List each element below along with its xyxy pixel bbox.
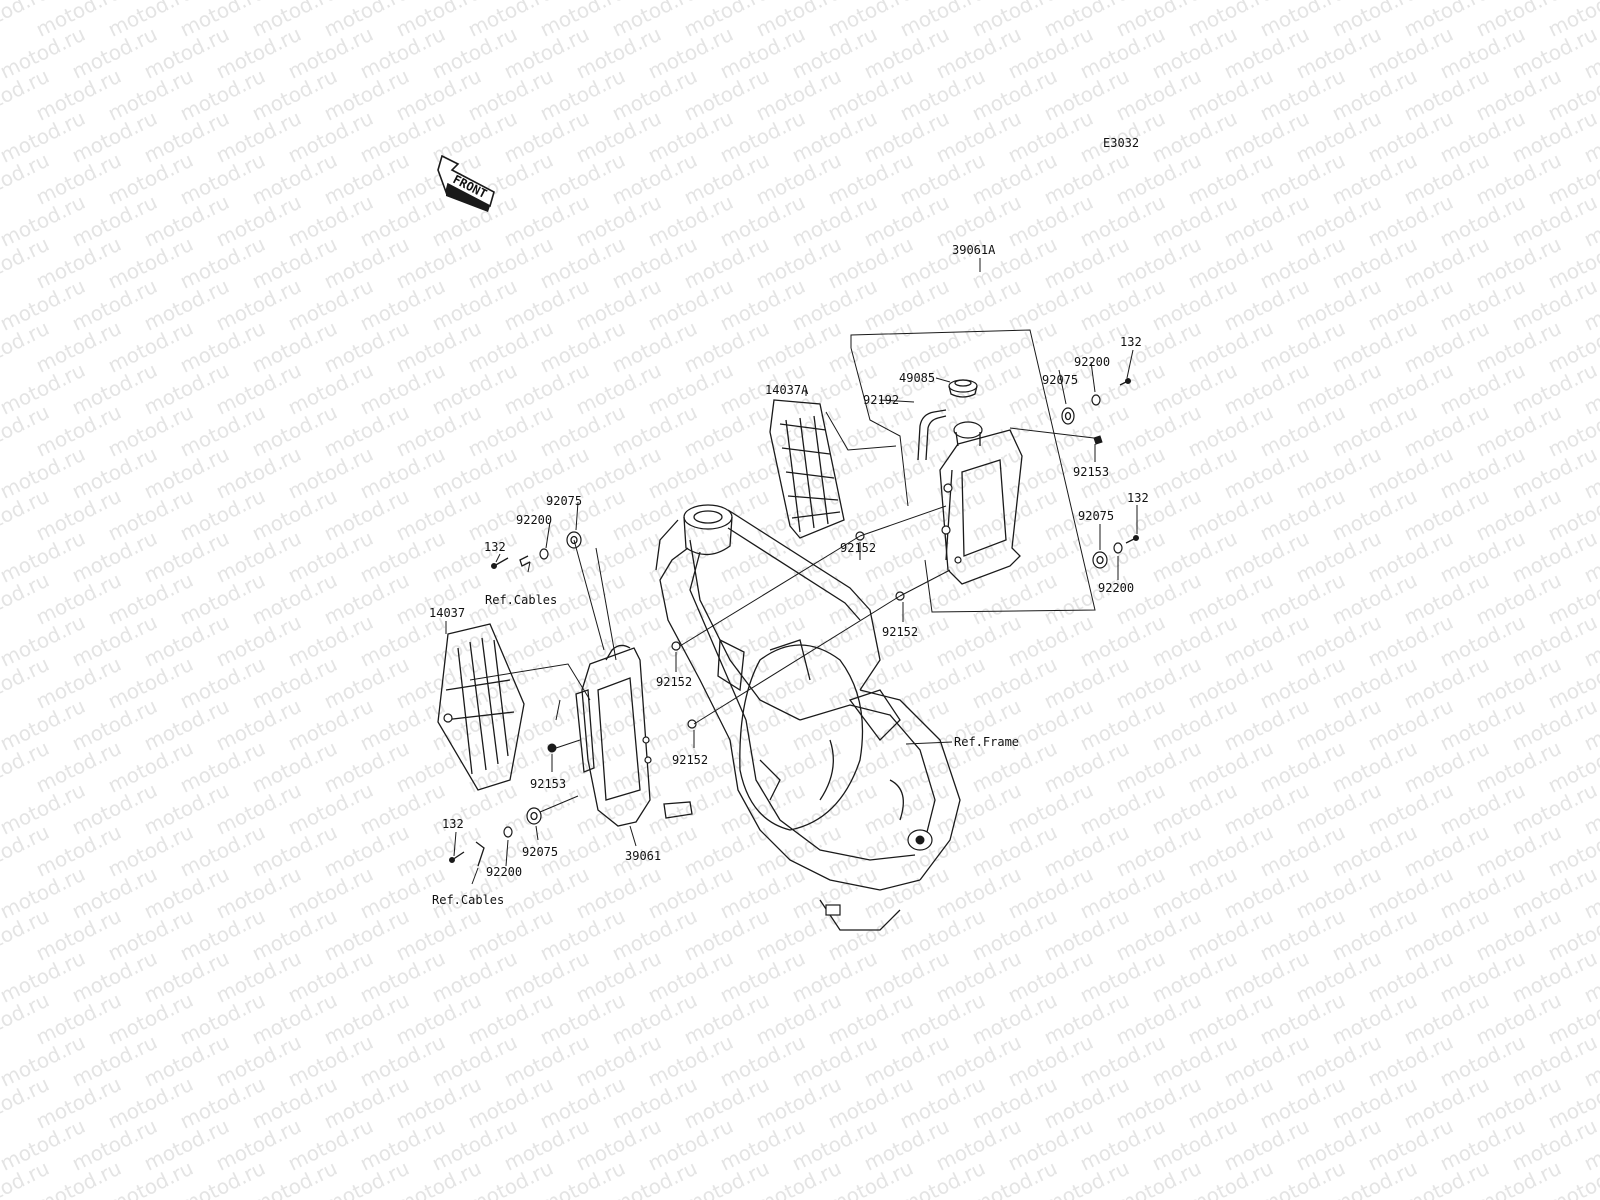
callout-92152-c: 92152 bbox=[656, 675, 692, 689]
callout-14037: 14037 bbox=[429, 606, 465, 620]
callout-39061A: 39061A bbox=[952, 243, 996, 257]
callout-49085: 49085 bbox=[899, 371, 935, 385]
callout-92192: 92192 bbox=[863, 393, 899, 407]
diagram-code: E3032 bbox=[1103, 136, 1139, 150]
callout-39061: 39061 bbox=[625, 849, 661, 863]
callout-92153-left: 92153 bbox=[530, 777, 566, 791]
callout-ref-cables-bottom: Ref.Cables bbox=[432, 893, 504, 907]
right-fasteners bbox=[855, 378, 1139, 601]
callout-92075-top: 92075 bbox=[1042, 373, 1078, 387]
right-radiator-39061A bbox=[939, 421, 1023, 585]
callout-ref-cables-top: Ref.Cables bbox=[485, 593, 557, 607]
callout-92200-right: 92200 bbox=[1098, 581, 1134, 595]
leader-lines bbox=[445, 258, 1138, 885]
callout-92152-d: 92152 bbox=[672, 753, 708, 767]
callout-132-top: 132 bbox=[1120, 335, 1142, 349]
callout-92075-left: 92075 bbox=[546, 494, 582, 508]
front-arrow-icon: FRONT bbox=[437, 154, 495, 212]
frame-drawing bbox=[655, 504, 961, 931]
radiator-cap-49085 bbox=[948, 379, 978, 398]
left-shroud-14037 bbox=[437, 623, 525, 791]
callout-92075-bottom: 92075 bbox=[522, 845, 558, 859]
callout-92200-left: 92200 bbox=[516, 513, 552, 527]
callout-132-right: 132 bbox=[1127, 491, 1149, 505]
callout-92153-right: 92153 bbox=[1073, 465, 1109, 479]
right-shroud-14037A bbox=[769, 399, 845, 539]
callout-132-left: 132 bbox=[484, 540, 506, 554]
callout-92152-b: 92152 bbox=[882, 625, 918, 639]
callout-92152-a: 92152 bbox=[840, 541, 876, 555]
callout-132-bottom: 132 bbox=[442, 817, 464, 831]
hose-92192 bbox=[917, 409, 947, 461]
callout-92200-top: 92200 bbox=[1074, 355, 1110, 369]
callout-labels: 39061A 14037A 132 92200 92075 49085 9219… bbox=[429, 243, 1149, 907]
callout-14037A: 14037A bbox=[765, 383, 809, 397]
left-radiator-39061 bbox=[575, 644, 693, 827]
left-fasteners bbox=[449, 531, 697, 867]
callout-ref-frame: Ref.Frame bbox=[954, 735, 1019, 749]
callout-92075-right: 92075 bbox=[1078, 509, 1114, 523]
callout-92200-bottom: 92200 bbox=[486, 865, 522, 879]
